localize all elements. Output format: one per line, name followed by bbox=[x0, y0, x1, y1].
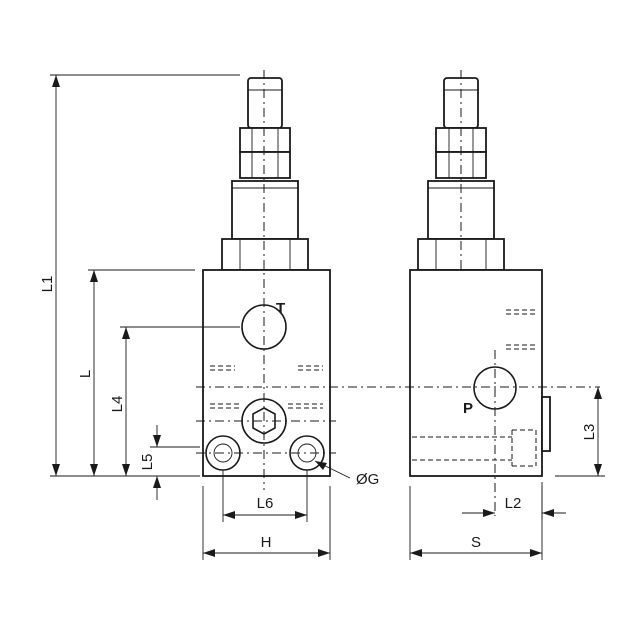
dim-label-l6: L6 bbox=[257, 495, 274, 512]
port-label-p: P bbox=[463, 400, 473, 417]
port-label-t: T bbox=[276, 300, 285, 317]
side-valve-block bbox=[409, 269, 543, 477]
dim-label-s: S bbox=[471, 534, 481, 551]
dim-label-l4: L4 bbox=[109, 396, 126, 413]
dim-label-l5: L5 bbox=[139, 454, 156, 471]
dimensions bbox=[50, 74, 605, 560]
dim-label-l1: L1 bbox=[39, 276, 56, 293]
front-lock-nut-lower bbox=[239, 151, 291, 179]
dim-label-l2: L2 bbox=[505, 495, 522, 512]
front-lock-nut-upper bbox=[239, 127, 291, 153]
front-valve-block bbox=[202, 269, 331, 477]
dim-label-h: H bbox=[261, 534, 272, 551]
front-adjust-stem bbox=[247, 77, 283, 129]
side-boss bbox=[541, 396, 551, 452]
front-cartridge-barrel bbox=[231, 180, 299, 240]
front-hex-body bbox=[221, 238, 309, 271]
dim-label-l: L bbox=[77, 370, 94, 378]
side-view bbox=[409, 70, 551, 516]
dim-label-g: ØG bbox=[356, 471, 379, 488]
front-view bbox=[202, 70, 331, 490]
dim-label-l3: L3 bbox=[581, 424, 598, 441]
